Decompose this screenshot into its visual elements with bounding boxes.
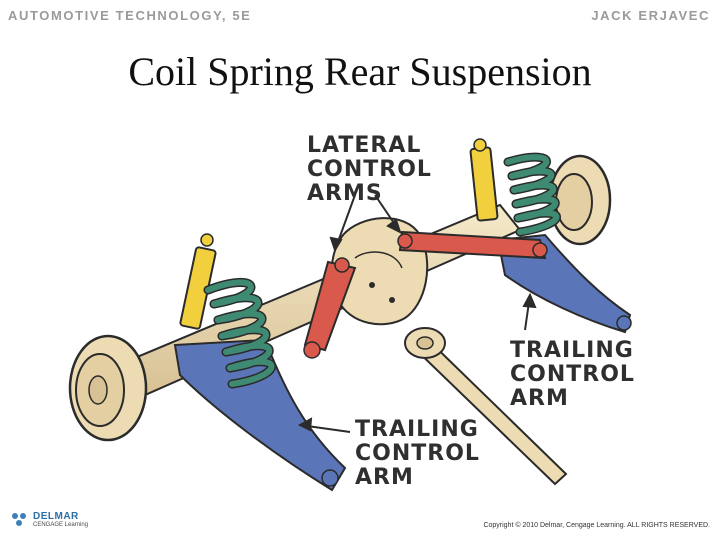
lateral-control-arm-lower xyxy=(303,257,357,359)
publisher-logo: DELMAR CENGAGE Learning xyxy=(12,510,88,532)
label-trailing-control-arm-left: TRAILING CONTROL ARM xyxy=(355,417,480,490)
book-title: AUTOMOTIVE TECHNOLOGY, 5E xyxy=(8,8,252,23)
label-trailing-control-arm-right: TRAILING CONTROL ARM xyxy=(510,338,635,411)
publisher-name: DELMAR xyxy=(33,511,79,522)
author-name: JACK ERJAVEC xyxy=(591,8,710,23)
publisher-subname: CENGAGE Learning xyxy=(33,522,89,528)
coil-spring-right-color xyxy=(505,154,560,235)
shock-absorber-right xyxy=(469,138,499,222)
lateral-control-arm-upper xyxy=(397,230,548,260)
trailing-control-arm-left xyxy=(173,338,347,492)
right-brake-drum xyxy=(548,154,612,246)
drive-shaft xyxy=(404,327,568,486)
shock-absorber-left xyxy=(179,233,217,330)
slide-title: Coil Spring Rear Suspension xyxy=(128,49,592,94)
left-brake-drum xyxy=(68,334,148,442)
trailing-control-arm-right xyxy=(496,233,632,334)
copyright-text: Copyright © 2010 Delmar, Cengage Learnin… xyxy=(483,522,710,529)
publisher-logo-icon xyxy=(12,513,28,529)
leader-lines xyxy=(297,194,537,433)
coil-spring-left-color xyxy=(205,279,275,387)
label-lateral-control-arms: LATERAL CONTROL ARMS xyxy=(307,133,432,206)
